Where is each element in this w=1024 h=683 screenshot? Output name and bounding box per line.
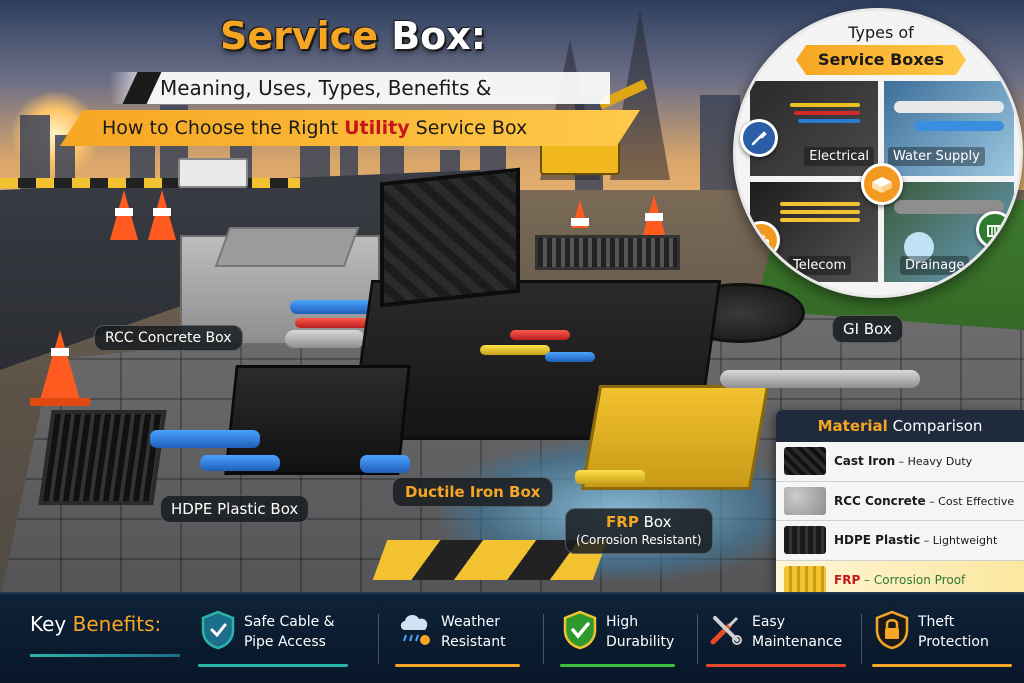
grey-pipe	[285, 330, 365, 348]
blue-pipe	[150, 430, 260, 448]
callout-frp-box: FRP Box (Corrosion Resistant)	[565, 508, 713, 554]
key-benefits-title: Key Benefits:	[30, 612, 162, 636]
cloud-rain-icon	[395, 608, 435, 652]
title-underline	[30, 654, 180, 657]
types-heading: Types of	[848, 23, 914, 42]
frp-swatch	[784, 566, 826, 595]
grey-pipe	[720, 370, 920, 388]
ductile-iron-lid	[380, 167, 520, 308]
subtitle-line-2: How to Choose the Right Utility Service …	[60, 110, 640, 146]
red-cable	[295, 318, 375, 328]
page-title: Service Box:	[220, 14, 486, 58]
material-row-hdpe-plastic: HDPE Plastic – Lightweight	[776, 521, 1024, 561]
material-row-rcc-concrete: RCC Concrete – Cost Effective	[776, 482, 1024, 521]
material-comparison-header: Material Comparison	[776, 410, 1024, 442]
road-barrier	[0, 178, 300, 188]
material-row-cast-iron: Cast Iron – Heavy Duty	[776, 442, 1024, 482]
traffic-cone-base	[30, 398, 90, 406]
red-cable	[510, 330, 570, 340]
callout-hdpe-plastic-box: HDPE Plastic Box	[160, 495, 310, 523]
blue-pipe	[545, 352, 595, 362]
blue-pipe	[360, 455, 410, 473]
yellow-cable	[480, 345, 550, 355]
subtitle-line-1: Meaning, Uses, Types, Benefits &	[110, 72, 610, 104]
check-shield-icon	[560, 608, 600, 652]
drain-grate	[535, 235, 680, 270]
yellow-pipe	[575, 470, 645, 484]
cast-iron-swatch	[784, 447, 826, 476]
traffic-cone	[148, 190, 176, 240]
traffic-cone	[571, 200, 589, 228]
type-water-supply: Water Supply	[884, 81, 1014, 176]
traffic-cone	[40, 330, 80, 400]
benefit-safe-access: Safe Cable &Pipe Access	[198, 602, 358, 678]
types-of-service-boxes: Types of Service Boxes Electrical Water …	[733, 8, 1023, 298]
callout-ductile-iron-box: Ductile Iron Box	[392, 477, 554, 507]
callout-rcc-concrete-box: RCC Concrete Box	[94, 325, 243, 351]
rcc-concrete-swatch	[784, 486, 826, 515]
service-box-icon	[861, 163, 903, 205]
material-comparison-panel: Material Comparison Cast Iron – Heavy Du…	[776, 410, 1024, 600]
tools-icon	[706, 608, 746, 652]
blue-pipe	[290, 300, 380, 314]
traffic-cone	[110, 190, 138, 240]
shield-icon	[198, 608, 238, 652]
screwdriver-icon	[740, 119, 778, 157]
types-heading-banner: Service Boxes	[796, 45, 966, 75]
router-icon	[742, 221, 780, 259]
drain-grate	[38, 410, 167, 505]
utility-truck	[178, 158, 248, 188]
drain-icon	[976, 211, 1014, 249]
lock-icon	[872, 608, 912, 652]
hdpe-plastic-swatch	[784, 526, 826, 555]
callout-gi-box: GI Box	[832, 315, 903, 343]
key-benefits-bar: Key Benefits: Safe Cable &Pipe Access We…	[0, 592, 1024, 683]
rcc-lid	[214, 227, 360, 267]
blue-pipe	[200, 455, 280, 471]
